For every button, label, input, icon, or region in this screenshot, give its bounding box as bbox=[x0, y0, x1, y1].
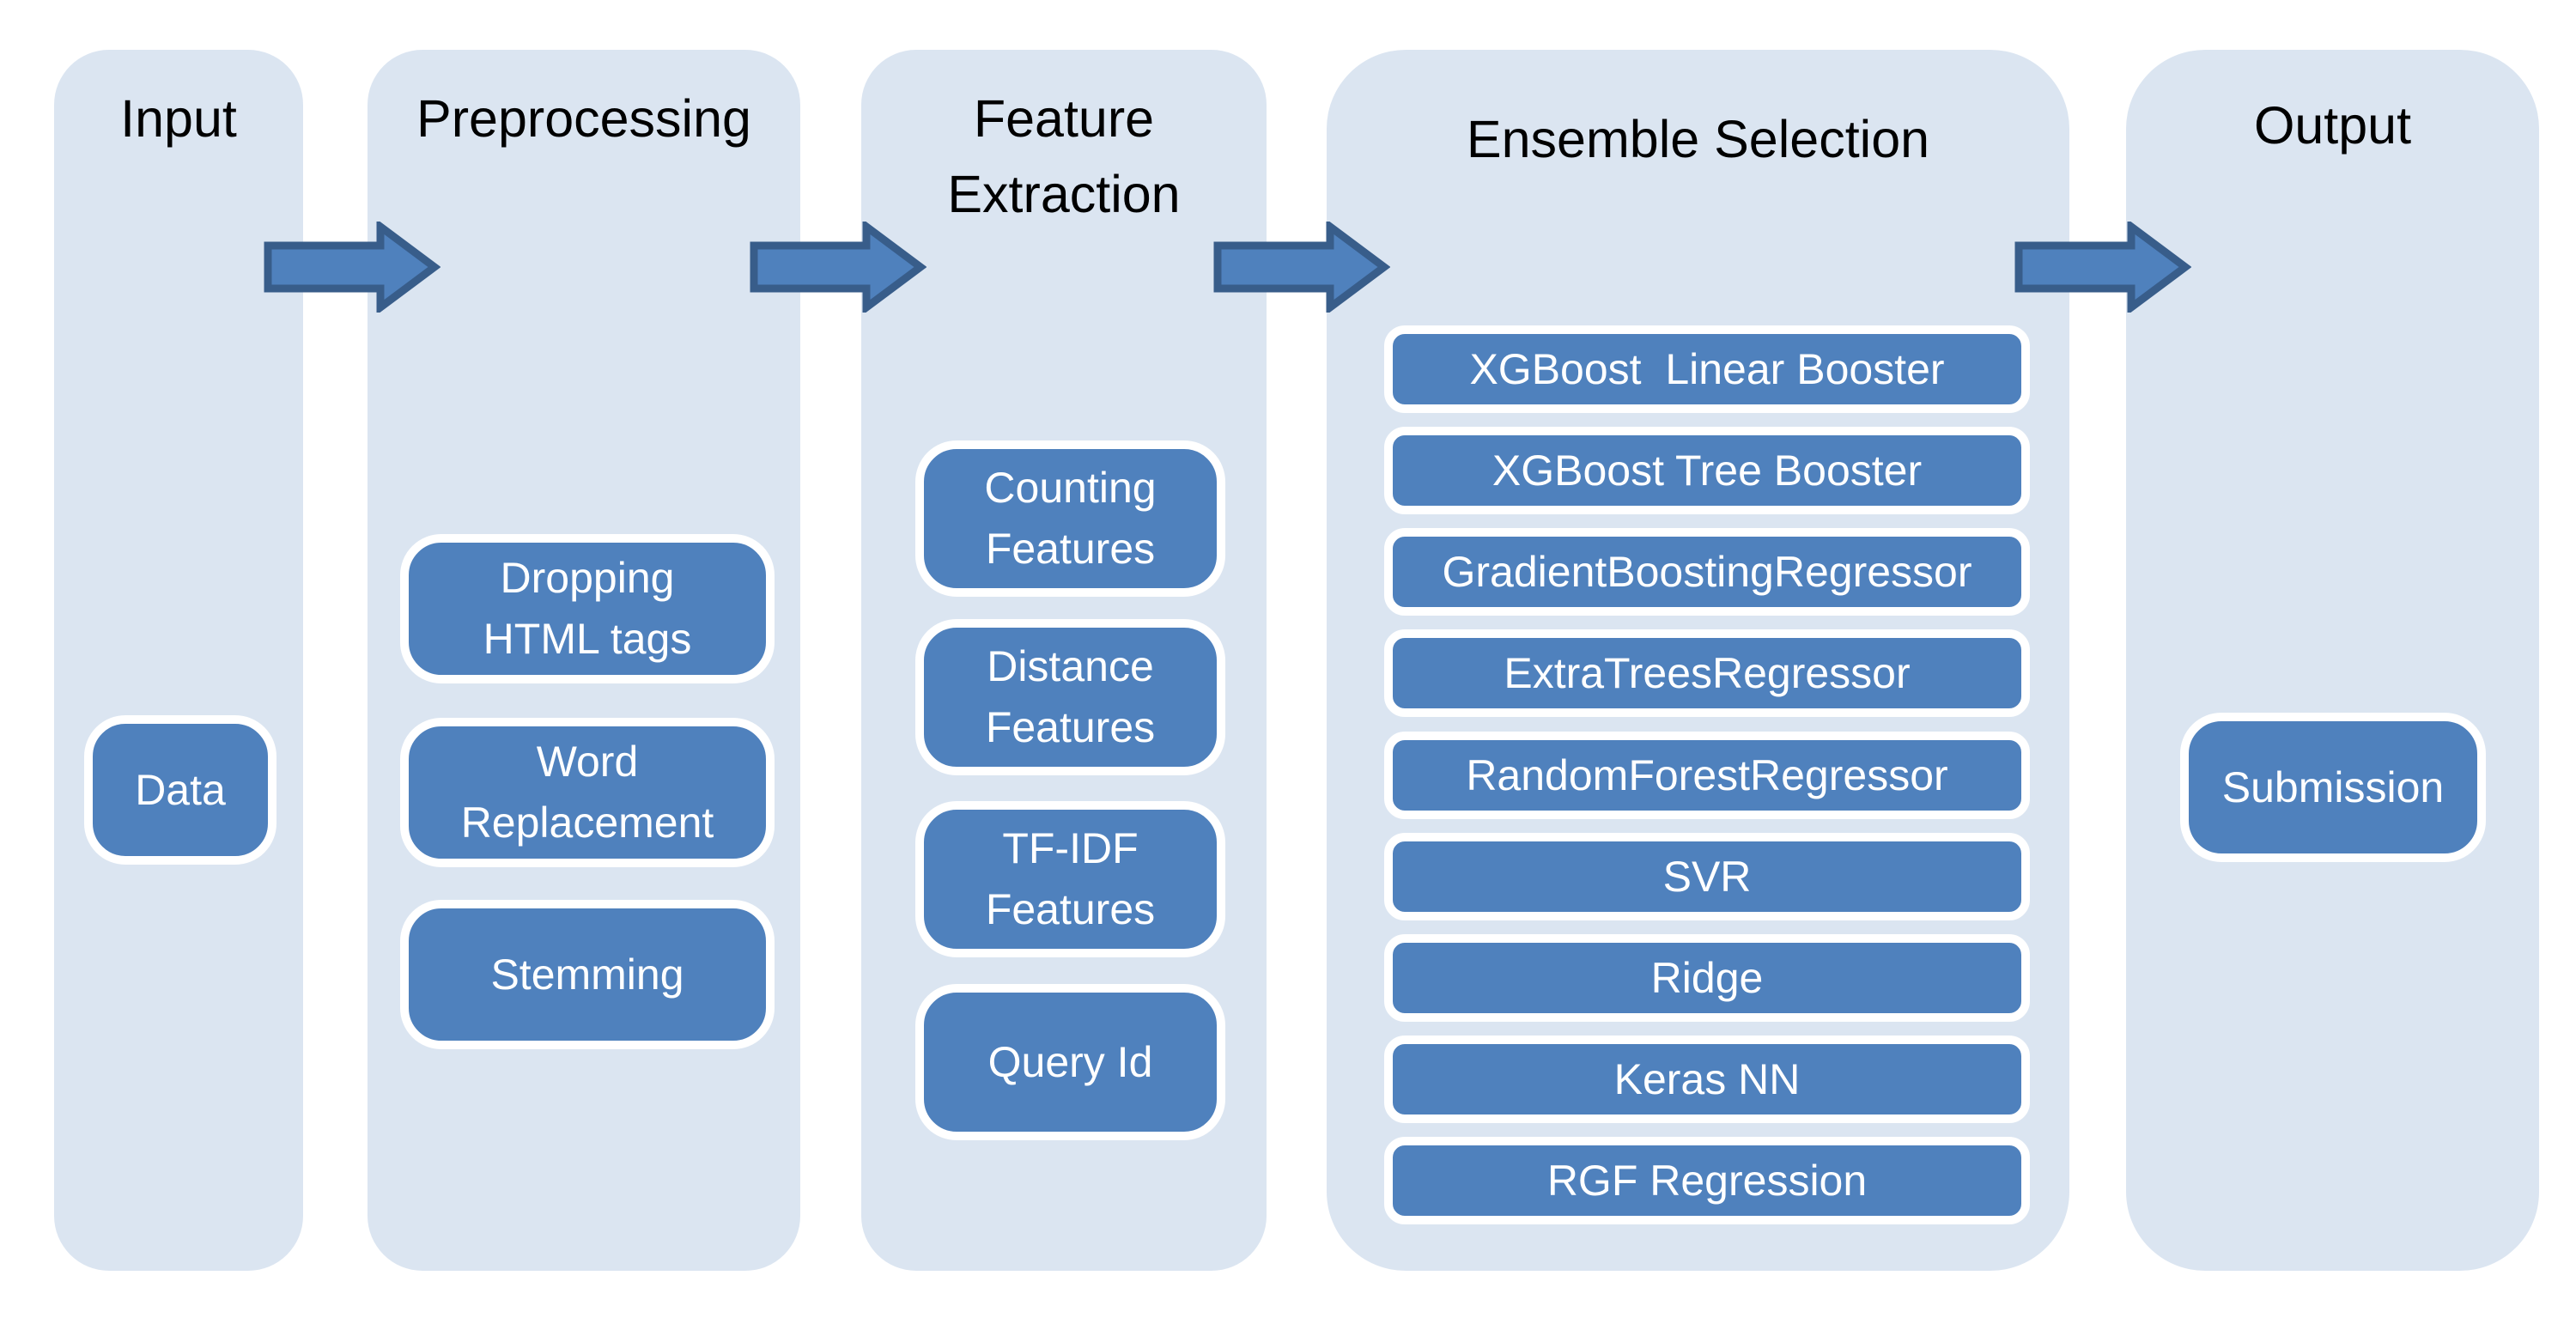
box-dropping-html-tags: Dropping HTML tags bbox=[400, 534, 775, 683]
box-counting-features-label: Counting Features bbox=[984, 464, 1157, 573]
column-title-feature-extraction: Feature Extraction bbox=[947, 89, 1181, 224]
box-xgboost-tree-booster-label: XGBoost Tree Booster bbox=[1492, 446, 1923, 495]
box-randomforestregressor: RandomForestRegressor bbox=[1384, 732, 2030, 819]
box-svr-label: SVR bbox=[1662, 852, 1752, 901]
box-word-replacement: Word Replacement bbox=[400, 718, 775, 867]
box-rgf-regression-label: RGF Regression bbox=[1546, 1156, 1868, 1205]
column-preprocessing: Preprocessing Dropping HTML tags Word Re… bbox=[368, 50, 800, 1271]
box-tfidf-features: TF-IDF Features bbox=[915, 801, 1225, 957]
column-title-input: Input bbox=[120, 89, 237, 148]
box-keras-nn-label: Keras NN bbox=[1613, 1054, 1801, 1103]
right-arrow-icon bbox=[750, 222, 927, 313]
box-data-label: Data bbox=[135, 765, 226, 814]
box-randomforestregressor-label: RandomForestRegressor bbox=[1466, 750, 1948, 799]
column-input: Input Data bbox=[54, 50, 303, 1271]
box-gradientboostingregressor: GradientBoostingRegressor bbox=[1384, 528, 2030, 616]
column-ensemble-selection: Ensemble Selection XGBoost Linear Booste… bbox=[1327, 50, 2069, 1271]
column-output: Output Submission bbox=[2126, 50, 2539, 1271]
box-query-id-label: Query Id bbox=[987, 1037, 1153, 1086]
column-title-ensemble-selection: Ensemble Selection bbox=[1466, 110, 1930, 168]
box-extratreesregressor: ExtraTreesRegressor bbox=[1384, 629, 2030, 717]
box-ridge-label: Ridge bbox=[1650, 953, 1764, 1002]
box-xgboost-tree-booster: XGBoost Tree Booster bbox=[1384, 427, 2030, 514]
right-arrow-icon bbox=[1213, 222, 1390, 313]
box-tfidf-features-label: TF-IDF Features bbox=[985, 824, 1156, 933]
box-query-id: Query Id bbox=[915, 984, 1225, 1140]
box-distance-features: Distance Features bbox=[915, 619, 1225, 775]
box-ridge: Ridge bbox=[1384, 934, 2030, 1022]
box-submission: Submission bbox=[2180, 713, 2486, 862]
box-submission-label: Submission bbox=[2221, 762, 2445, 811]
box-gradientboostingregressor-label: GradientBoostingRegressor bbox=[1442, 547, 1972, 596]
box-stemming-label: Stemming bbox=[490, 950, 684, 999]
box-counting-features: Counting Features bbox=[915, 440, 1225, 597]
box-stemming: Stemming bbox=[400, 900, 775, 1049]
column-title-preprocessing: Preprocessing bbox=[416, 89, 751, 148]
flow-arrow-preprocessing-to-feature-extraction bbox=[750, 222, 927, 313]
box-dropping-html-tags-label: Dropping HTML tags bbox=[483, 554, 692, 663]
right-arrow-icon bbox=[2014, 222, 2191, 313]
column-title-output: Output bbox=[2253, 96, 2412, 155]
box-distance-features-label: Distance Features bbox=[985, 642, 1156, 751]
box-xgboost-linear-booster: XGBoost Linear Booster bbox=[1384, 325, 2030, 413]
box-data: Data bbox=[84, 715, 276, 865]
flow-arrow-ensemble-selection-to-output bbox=[2014, 222, 2191, 313]
box-extratreesregressor-label: ExtraTreesRegressor bbox=[1504, 648, 1911, 697]
column-feature-extraction: Feature Extraction Counting Features Dis… bbox=[861, 50, 1267, 1271]
box-svr: SVR bbox=[1384, 833, 2030, 920]
box-word-replacement-label: Word Replacement bbox=[460, 738, 714, 847]
box-rgf-regression: RGF Regression bbox=[1384, 1137, 2030, 1224]
right-arrow-icon bbox=[264, 222, 440, 313]
box-xgboost-linear-booster-label: XGBoost Linear Booster bbox=[1469, 344, 1945, 393]
box-keras-nn: Keras NN bbox=[1384, 1036, 2030, 1123]
flow-arrow-input-to-preprocessing bbox=[264, 222, 440, 313]
flow-arrow-feature-extraction-to-ensemble-selection bbox=[1213, 222, 1390, 313]
